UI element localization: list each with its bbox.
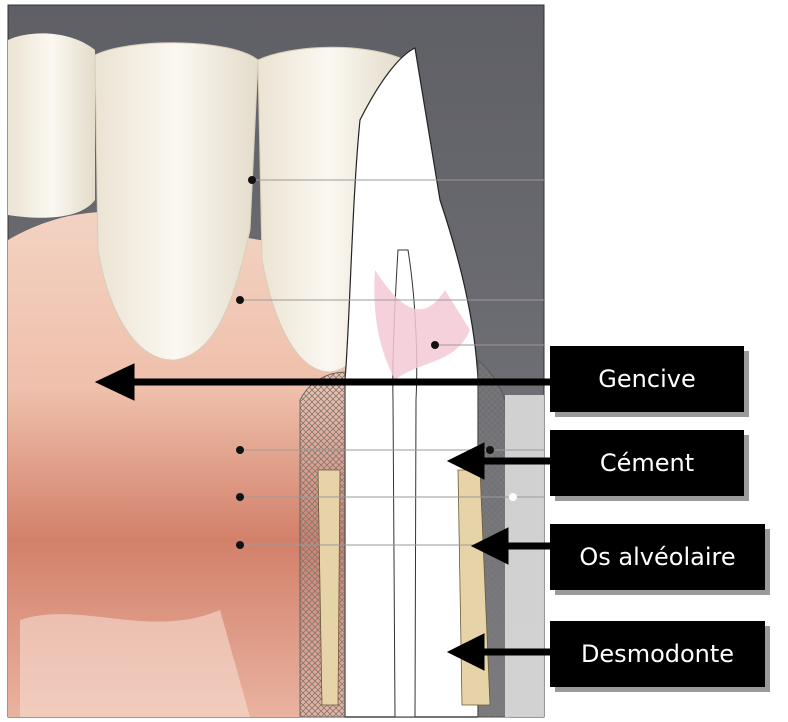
gum-highlight <box>20 610 250 717</box>
gray-overlay-right <box>505 395 544 717</box>
label-gencive: Gencive <box>550 346 744 412</box>
label-desmodonte: Desmodonte <box>550 621 765 687</box>
label-cement: Cément <box>550 430 744 496</box>
white-dot <box>509 493 517 501</box>
alveolar-bone-left-inner <box>318 470 340 705</box>
left-partial-tooth <box>8 33 95 217</box>
label-os-alveolaire: Os alvéolaire <box>550 524 765 590</box>
